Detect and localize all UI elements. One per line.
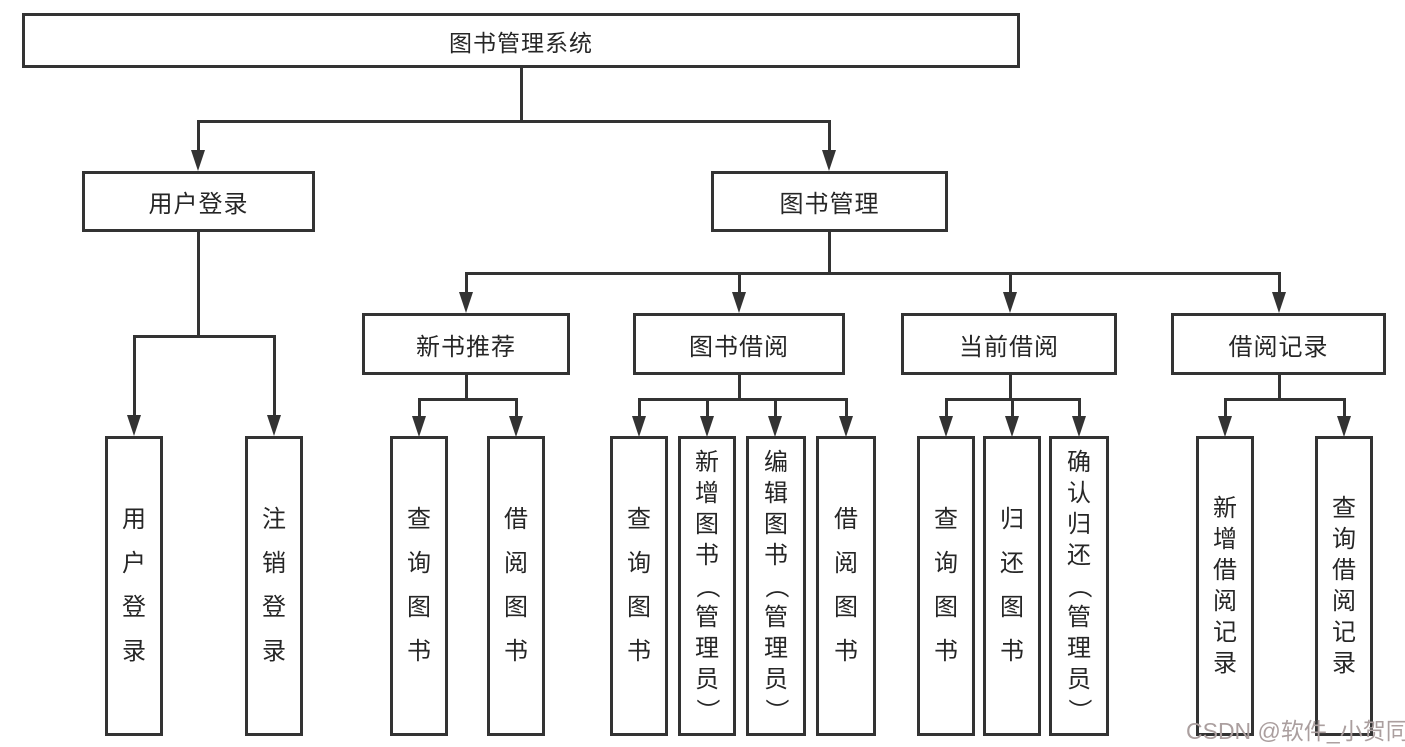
arrow-down-icon: [1003, 292, 1017, 313]
arrow-down-icon: [632, 416, 646, 437]
connector-records-stem: [1277, 375, 1281, 400]
connector-drop: [272, 336, 276, 416]
node-borrow-records: 借阅记录: [1171, 313, 1386, 375]
leaf-user-login: 用户登录: [105, 436, 163, 736]
leaf-return-books: 归还图书: [983, 436, 1041, 736]
connector-drop: [737, 273, 741, 293]
arrow-down-icon: [509, 416, 523, 437]
connector-root-stem: [519, 68, 523, 121]
connector-records-bar: [1223, 397, 1346, 401]
connector-drop: [1342, 399, 1346, 417]
arrow-down-icon: [267, 415, 281, 436]
arrow-down-icon: [1005, 416, 1019, 437]
connector-drop: [1077, 399, 1081, 417]
connector-drop: [773, 399, 777, 417]
arrow-down-icon: [822, 150, 836, 171]
connector-drop: [1008, 273, 1012, 293]
node-user-login: 用户登录: [82, 171, 315, 232]
leaf-edit-books-admin: 编辑图书（管理员）: [746, 436, 806, 736]
node-current-borrow: 当前借阅: [901, 313, 1117, 375]
connector-drop: [417, 399, 421, 417]
arrow-down-icon: [939, 416, 953, 437]
connector-drop: [1223, 399, 1227, 417]
leaf-borrow-books-recommend: 借阅图书: [487, 436, 545, 736]
node-new-book-recommend: 新书推荐: [362, 313, 570, 375]
arrow-down-icon: [1337, 416, 1351, 437]
connector-user-login-stem: [196, 232, 200, 337]
connector-borrow-stem: [737, 375, 741, 400]
connector-drop: [705, 399, 709, 417]
connector-drop: [1277, 273, 1281, 293]
arrow-down-icon: [1272, 292, 1286, 313]
leaf-logout: 注销登录: [245, 436, 303, 736]
leaf-borrow-books: 借阅图书: [816, 436, 876, 736]
arrow-down-icon: [1072, 416, 1086, 437]
connector-recommend-stem: [464, 375, 468, 400]
connector-root-bar: [196, 119, 831, 123]
node-book-management: 图书管理: [711, 171, 948, 232]
leaf-confirm-return-admin: 确认归还（管理员）: [1049, 436, 1109, 736]
leaf-query-borrow-record: 查询借阅记录: [1315, 436, 1373, 736]
connector-recommend-bar: [417, 397, 518, 401]
leaf-query-books-current: 查询图书: [917, 436, 975, 736]
arrow-down-icon: [1218, 416, 1232, 437]
connector-drop: [132, 336, 136, 416]
arrow-down-icon: [127, 415, 141, 436]
arrow-down-icon: [768, 416, 782, 437]
leaf-query-books-recommend: 查询图书: [390, 436, 448, 736]
arrow-down-icon: [412, 416, 426, 437]
arrow-down-icon: [459, 292, 473, 313]
connector-drop: [637, 399, 641, 417]
leaf-add-borrow-record: 新增借阅记录: [1196, 436, 1254, 736]
leaf-query-books-borrow: 查询图书: [610, 436, 668, 736]
connector-drop: [944, 399, 948, 417]
connector-book-mgmt-stem: [827, 232, 831, 274]
connector-book-mgmt-bar: [464, 271, 1281, 275]
leaf-add-books-admin: 新增图书（管理员）: [678, 436, 736, 736]
csdn-watermark: CSDN @软件_小贺同学: [1186, 718, 1405, 744]
connector-drop: [827, 121, 831, 151]
arrow-down-icon: [839, 416, 853, 437]
arrow-down-icon: [191, 150, 205, 171]
node-root-library-system: 图书管理系统: [22, 13, 1020, 68]
arrow-down-icon: [700, 416, 714, 437]
connector-drop: [844, 399, 848, 417]
arrow-down-icon: [732, 292, 746, 313]
connector-drop: [1010, 399, 1014, 417]
connector-borrow-bar: [637, 397, 848, 401]
connector-current-stem: [1008, 375, 1012, 400]
connector-drop: [464, 273, 468, 293]
connector-drop: [196, 121, 200, 151]
connector-user-login-bar: [132, 334, 276, 338]
connector-drop: [514, 399, 518, 417]
node-book-borrow: 图书借阅: [633, 313, 845, 375]
